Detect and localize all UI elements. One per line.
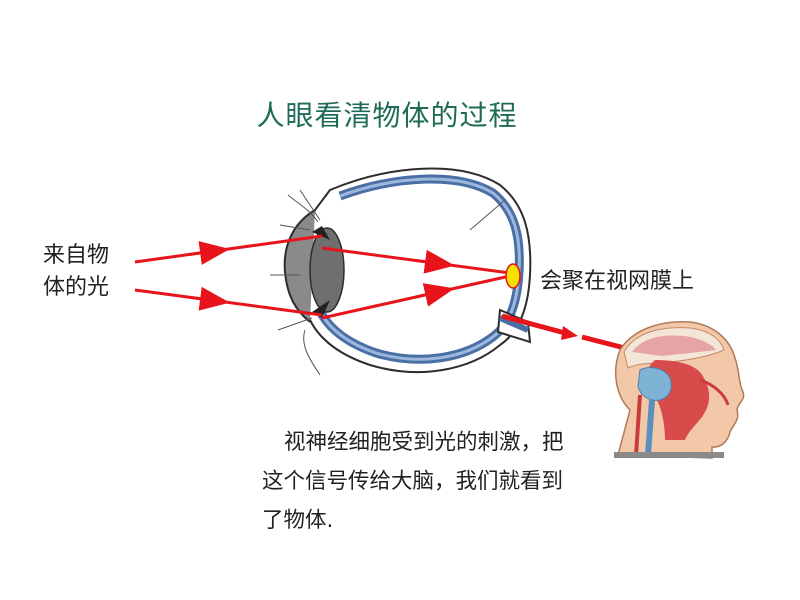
retina-focus-spot [505, 263, 521, 289]
light-rays [134, 234, 511, 320]
incoming-light-label-line2: 体的光 [43, 275, 110, 300]
retina-focus-label: 会聚在视网膜上 [540, 269, 695, 294]
incoming-light-label-line1: 来自物 [43, 243, 110, 268]
explanation-text: 视神经细胞受到光的刺激，把 这个信号传给大脑，我们就看到 了物体. [262, 423, 647, 540]
eyeball [270, 167, 532, 376]
lens [309, 227, 345, 313]
explanation-line2: 这个信号传给大脑，我们就看到 [262, 469, 564, 494]
diagram-title: 人眼看清物体的过程 [256, 99, 518, 132]
incoming-light-label: 来自物 体的光 [43, 240, 143, 304]
head-brain-illustration [614, 321, 745, 459]
explanation-line1: 视神经细胞受到光的刺激，把 [284, 430, 564, 455]
explanation-line3: 了物体. [262, 508, 334, 533]
